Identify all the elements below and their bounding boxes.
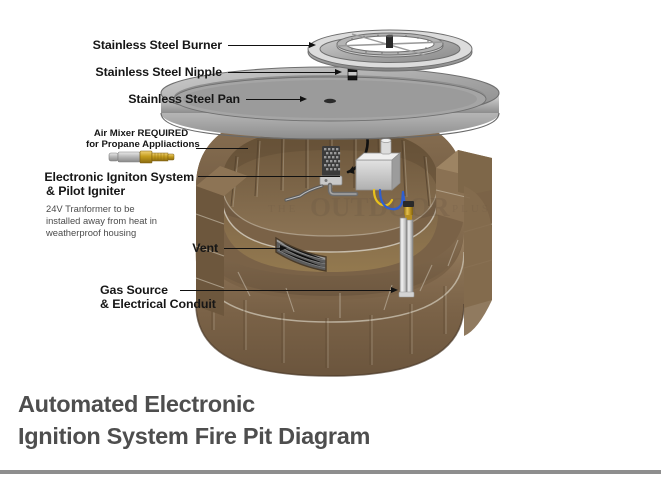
label-vent-text: Vent — [192, 241, 218, 255]
label-air-mixer-line1: Air Mixer REQUIRED — [93, 128, 189, 139]
svg-text:THE: THE — [268, 203, 298, 215]
label-gas-source: Gas Source & Electrical Conduit — [100, 283, 280, 312]
leader-line-electronic-ignition — [198, 176, 340, 178]
stainless-steel-burner-ring — [307, 29, 473, 72]
page-title-line2: Ignition System Fire Pit Diagram — [18, 422, 371, 449]
label-stainless-steel-pan: Stainless Steel Pan — [0, 92, 240, 106]
brass-valve-fitting — [403, 201, 414, 220]
note-transformer-line2: installed away from heat in — [46, 215, 157, 227]
arrowhead-nipple — [335, 68, 342, 75]
label-stainless-steel-burner: Stainless Steel Burner — [0, 38, 222, 52]
page-title: Automated Electronic Ignition System Fir… — [18, 389, 370, 453]
arrowhead-burner — [309, 41, 316, 48]
arrowhead-gas-source — [391, 286, 398, 293]
leader-line-air-mixer — [196, 148, 248, 150]
label-air-mixer: Air Mixer REQUIRED for Propane Appliacti… — [86, 128, 200, 151]
arrowhead-pan — [300, 95, 307, 102]
label-vent: Vent — [0, 241, 218, 255]
note-transformer-line1: 24V Tranformer to be — [46, 203, 135, 214]
ignition-control-box — [354, 138, 402, 191]
label-nipple-text: Stainless Steel Nipple — [95, 65, 222, 79]
label-electronic-ignition: Electronic Igniton System & Pilot Ignite… — [0, 170, 194, 199]
note-transformer-line3: weatherproof housing — [46, 227, 137, 239]
note-transformer: 24V Tranformer to be installed away from… — [46, 203, 216, 240]
svg-text:PLUS: PLUS — [452, 203, 491, 215]
label-stainless-steel-nipple: Stainless Steel Nipple — [0, 65, 222, 79]
footer-bar — [0, 470, 661, 474]
label-ignition-line1: Electronic Igniton System — [44, 170, 194, 184]
label-ignition-line2: & Pilot Igniter — [46, 184, 126, 199]
internal-components — [284, 116, 415, 298]
label-gas-source-line2: & Electrical Conduit — [100, 297, 216, 312]
leader-line-pan — [246, 99, 301, 101]
leader-line-burner — [228, 45, 310, 47]
fire-pit-illustration: THE OUTDOOR PLUS — [160, 29, 500, 377]
label-air-mixer-line2: for Propane Appliactions — [86, 139, 200, 151]
leader-line-gas-source — [180, 290, 392, 292]
leader-line-vent — [224, 248, 281, 250]
mesh-igniter-block — [319, 146, 343, 186]
page-title-line1: Automated Electronic — [18, 391, 255, 417]
arrowhead-vent — [280, 244, 287, 251]
label-gas-source-line1: Gas Source — [100, 283, 168, 297]
label-pan-text: Stainless Steel Pan — [128, 92, 240, 106]
vent-opening — [275, 236, 327, 272]
stainless-steel-pan — [160, 66, 500, 140]
air-mixer-fitting-icon — [107, 148, 183, 165]
leader-line-nipple — [228, 72, 336, 74]
gas-and-conduit-pipes — [398, 217, 415, 298]
label-burner-text: Stainless Steel Burner — [92, 38, 222, 52]
